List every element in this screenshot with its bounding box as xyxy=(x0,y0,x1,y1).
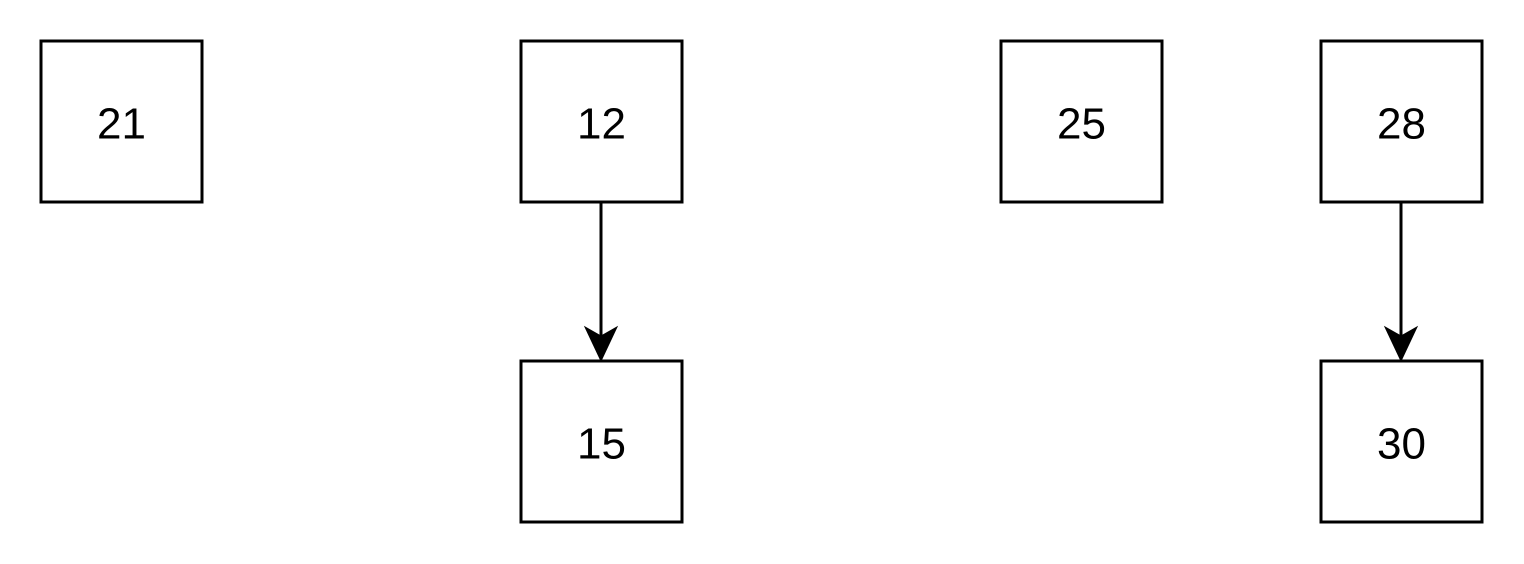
node-box xyxy=(1319,39,1484,204)
node-label: 30 xyxy=(1377,420,1426,469)
node-label: 25 xyxy=(1057,100,1106,149)
node-28[interactable]: 28 xyxy=(1319,39,1484,204)
node-box xyxy=(39,39,204,204)
node-box xyxy=(1319,359,1484,524)
edge-12-to-15 xyxy=(583,202,619,363)
node-box xyxy=(519,39,684,204)
arrowhead-icon xyxy=(583,325,619,363)
node-label: 28 xyxy=(1377,100,1426,149)
edge-28-to-30 xyxy=(1383,202,1419,363)
node-label: 15 xyxy=(577,420,626,469)
node-box xyxy=(519,359,684,524)
node-box xyxy=(999,39,1164,204)
node-21[interactable]: 21 xyxy=(39,39,204,204)
node-12[interactable]: 12 xyxy=(519,39,684,204)
node-25[interactable]: 25 xyxy=(999,39,1164,204)
node-label: 12 xyxy=(577,100,626,149)
arrowhead-icon xyxy=(1383,325,1419,363)
node-label: 21 xyxy=(97,100,146,149)
node-30[interactable]: 30 xyxy=(1319,359,1484,524)
node-15[interactable]: 15 xyxy=(519,359,684,524)
